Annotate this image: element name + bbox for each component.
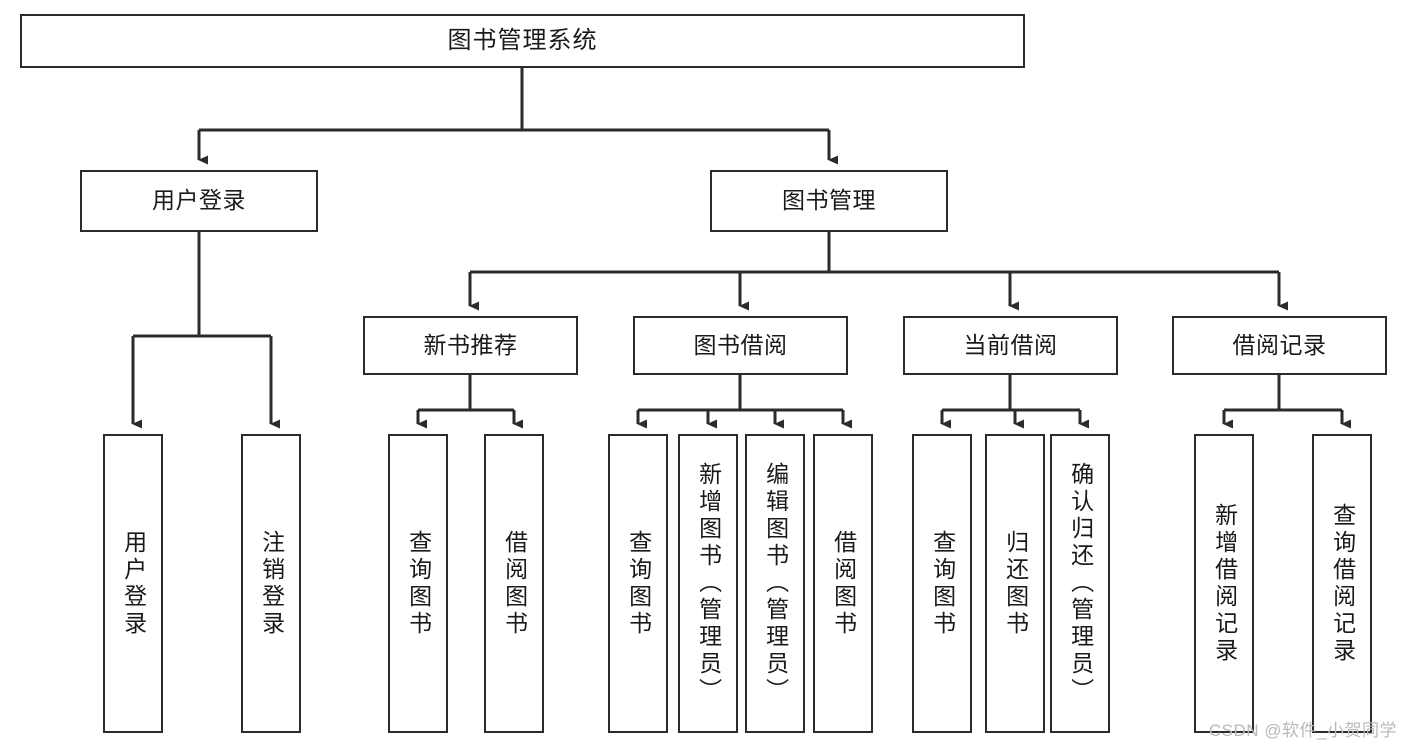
node-leaf-return-book[interactable]: 归还图书 <box>985 434 1045 733</box>
node-leaf-query-book-borrow[interactable]: 查询图书 <box>608 434 668 733</box>
node-new-book-recommend[interactable]: 新书推荐 <box>363 316 578 375</box>
node-leaf-confirm-return-admin[interactable]: 确认归还（管理员） <box>1050 434 1110 733</box>
node-leaf-borrow-book-recommend[interactable]: 借阅图书 <box>484 434 544 733</box>
node-leaf-query-book-recommend[interactable]: 查询图书 <box>388 434 448 733</box>
node-root-system-title[interactable]: 图书管理系统 <box>20 14 1025 68</box>
node-leaf-logout[interactable]: 注销登录 <box>241 434 301 733</box>
node-leaf-query-book-current[interactable]: 查询图书 <box>912 434 972 733</box>
node-leaf-borrow-book[interactable]: 借阅图书 <box>813 434 873 733</box>
node-book-borrow[interactable]: 图书借阅 <box>633 316 848 375</box>
watermark-text: CSDN @软件_小贺同学 <box>1208 721 1397 740</box>
node-user-login[interactable]: 用户登录 <box>80 170 318 232</box>
node-leaf-add-book-admin[interactable]: 新增图书（管理员） <box>678 434 738 733</box>
node-leaf-edit-book-admin[interactable]: 编辑图书（管理员） <box>745 434 805 733</box>
node-leaf-query-borrow-record[interactable]: 查询借阅记录 <box>1312 434 1372 733</box>
node-leaf-user-login[interactable]: 用户登录 <box>103 434 163 733</box>
node-borrow-record[interactable]: 借阅记录 <box>1172 316 1387 375</box>
node-current-borrow[interactable]: 当前借阅 <box>903 316 1118 375</box>
node-leaf-add-borrow-record[interactable]: 新增借阅记录 <box>1194 434 1254 733</box>
node-book-manage[interactable]: 图书管理 <box>710 170 948 232</box>
